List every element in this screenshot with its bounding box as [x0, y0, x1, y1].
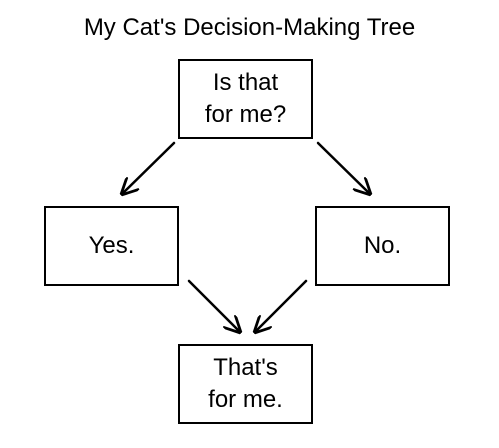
- question-node-label: Is that for me?: [204, 69, 287, 128]
- diagram-title: My Cat's Decision-Making Tree: [83, 14, 416, 41]
- arrow-question-to-yes: [122, 141, 176, 194]
- result-node: That's for me.: [178, 344, 313, 424]
- arrow-no-to-result: [255, 279, 308, 332]
- result-node-label: That's for me.: [208, 354, 283, 413]
- yes-node-label: Yes.: [88, 232, 135, 259]
- no-node: No.: [315, 206, 450, 286]
- question-node: Is that for me?: [178, 59, 313, 139]
- no-node-label: No.: [363, 232, 402, 259]
- arrow-yes-to-result: [187, 279, 240, 332]
- yes-node: Yes.: [44, 206, 179, 286]
- arrow-question-to-no: [316, 141, 370, 194]
